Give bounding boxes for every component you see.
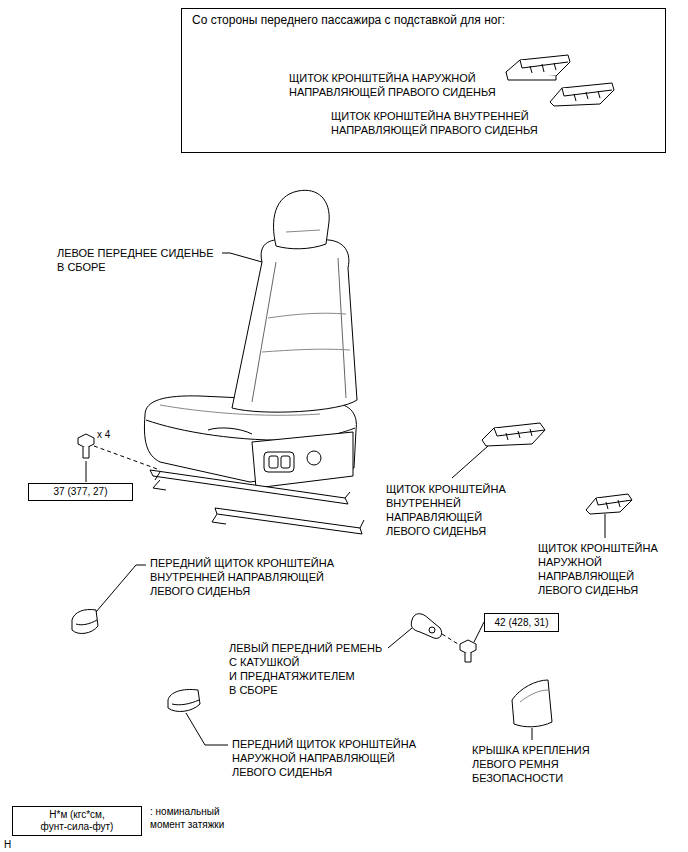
legend-note: : номинальный момент затяжки: [150, 805, 224, 831]
text-line: Со стороны переднего пассажира с подстав…: [192, 13, 505, 27]
shield-icon: [506, 55, 570, 80]
torque-value: Н*м (кгс*см, фунт-сила-фут): [41, 809, 114, 833]
text-line: ПЕРЕДНИЙ ЩИТОК КРОНШТЕЙНА: [232, 737, 416, 751]
part-name: ПЕРЕДНИЙ ЩИТОК КРОНШТЕЙНА НАРУЖНОЙ НАПРА…: [232, 737, 416, 779]
text-line: ЩИТОК КРОНШТЕЙНА: [386, 482, 506, 496]
text-line: НАРУЖНОЙ НАПРАВЛЯЮЩЕЙ: [232, 751, 416, 765]
shield-icon: [168, 689, 200, 711]
text-line: ПЕРЕДНИЙ ЩИТОК КРОНШТЕЙНА: [150, 556, 334, 570]
text-line: ЛЕВЫЙ ПЕРЕДНИЙ РЕМЕНЬ: [229, 641, 382, 655]
text-line: ЩИТОК КРОНШТЕЙНА НАРУЖНОЙ: [289, 71, 496, 85]
legend-box: Н*м (кгс*см, фунт-сила-фут): [12, 806, 142, 836]
part-name: ЛЕВОЕ ПЕРЕДНЕЕ СИДЕНЬЕ В СБОРЕ: [57, 246, 214, 274]
part-name: ПЕРЕДНИЙ ЩИТОК КРОНШТЕЙНА ВНУТРЕННЕЙ НАП…: [150, 556, 334, 598]
figure-code: H: [4, 838, 11, 851]
text-line: В СБОРЕ: [57, 260, 214, 274]
text-line: ЩИТОК КРОНШТЕЙНА ВНУТРЕННЕЙ: [331, 109, 538, 123]
shield-icon: [550, 83, 614, 106]
text-line: ВНУТРЕННЕЙ: [386, 496, 506, 510]
text-line: фунт-сила-фут): [41, 821, 114, 833]
text-line: : номинальный: [150, 805, 224, 818]
text-line: В СБОРЕ: [229, 683, 382, 697]
shield-icon: [482, 423, 545, 446]
cover-icon: [512, 680, 552, 727]
text-line: БЕЗОПАСНОСТИ: [472, 771, 590, 785]
part-name: ЩИТОК КРОНШТЕЙНА ВНУТРЕННЕЙ НАПРАВЛЯЮЩЕЙ…: [386, 482, 506, 538]
text-line: x 4: [97, 428, 110, 441]
text-line: С КАТУШКОЙ: [229, 655, 382, 669]
torque-box: 37 (377, 27): [28, 483, 133, 501]
text-line: ЛЕВОГО РЕМНЯ: [472, 757, 590, 771]
text-line: КРЫШКА КРЕПЛЕНИЯ: [472, 743, 590, 757]
torque-value: 42 (428, 31): [495, 617, 549, 629]
shield-icon: [586, 494, 632, 514]
part-name: ЛЕВЫЙ ПЕРЕДНИЙ РЕМЕНЬ С КАТУШКОЙ И ПРЕДН…: [229, 641, 382, 697]
text-line: НАПРАВЛЯЮЩЕЙ ПРАВОГО СИДЕНЬЯ: [289, 85, 496, 99]
part-name: ЩИТОК КРОНШТЕЙНА ВНУТРЕННЕЙ НАПРАВЛЯЮЩЕЙ…: [331, 109, 538, 137]
text-line: ЩИТОК КРОНШТЕЙНА: [538, 541, 658, 555]
text-line: ЛЕВОЕ ПЕРЕДНЕЕ СИДЕНЬЕ: [57, 246, 214, 260]
torque-value: 37 (377, 27): [54, 486, 108, 498]
text-line: H: [4, 838, 11, 851]
part-name: ЩИТОК КРОНШТЕЙНА НАРУЖНОЙ НАПРАВЛЯЮЩЕЙ Л…: [538, 541, 658, 597]
torque-box: 42 (428, 31): [484, 613, 559, 632]
text-line: ЛЕВОГО СИДЕНЬЯ: [232, 765, 416, 779]
quantity-label: x 4: [97, 428, 110, 441]
belt-anchor-icon: [411, 614, 441, 639]
text-line: НАПРАВЛЯЮЩЕЙ: [386, 510, 506, 524]
inset-heading: Со стороны переднего пассажира с подстав…: [192, 13, 505, 27]
inset-frame: Со стороны переднего пассажира с подстав…: [181, 8, 666, 153]
text-line: НАПРАВЛЯЮЩЕЙ ПРАВОГО СИДЕНЬЯ: [331, 123, 538, 137]
text-line: ЛЕВОГО СИДЕНЬЯ: [150, 584, 334, 598]
text-line: 42 (428, 31): [495, 617, 549, 629]
text-line: НАПРАВЛЯЮЩЕЙ: [538, 569, 658, 583]
shield-icon: [72, 609, 98, 633]
text-line: 37 (377, 27): [54, 486, 108, 498]
text-line: момент затяжки: [150, 818, 224, 831]
part-name: КРЫШКА КРЕПЛЕНИЯ ЛЕВОГО РЕМНЯ БЕЗОПАСНОС…: [472, 743, 590, 785]
bolt-icon: [460, 640, 476, 662]
text-line: Н*м (кгс*см,: [41, 809, 114, 821]
text-line: ЛЕВОГО СИДЕНЬЯ: [386, 524, 506, 538]
text-line: ЛЕВОГО СИДЕНЬЯ: [538, 583, 658, 597]
text-line: ВНУТРЕННЕЙ НАПРАВЛЯЮЩЕЙ: [150, 570, 334, 584]
text-line: И ПРЕДНАТЯЖИТЕЛЕМ: [229, 669, 382, 683]
bolt-icon: [78, 434, 94, 458]
text-line: НАРУЖНОЙ: [538, 555, 658, 569]
part-name: ЩИТОК КРОНШТЕЙНА НАРУЖНОЙ НАПРАВЛЯЮЩЕЙ П…: [289, 71, 496, 99]
